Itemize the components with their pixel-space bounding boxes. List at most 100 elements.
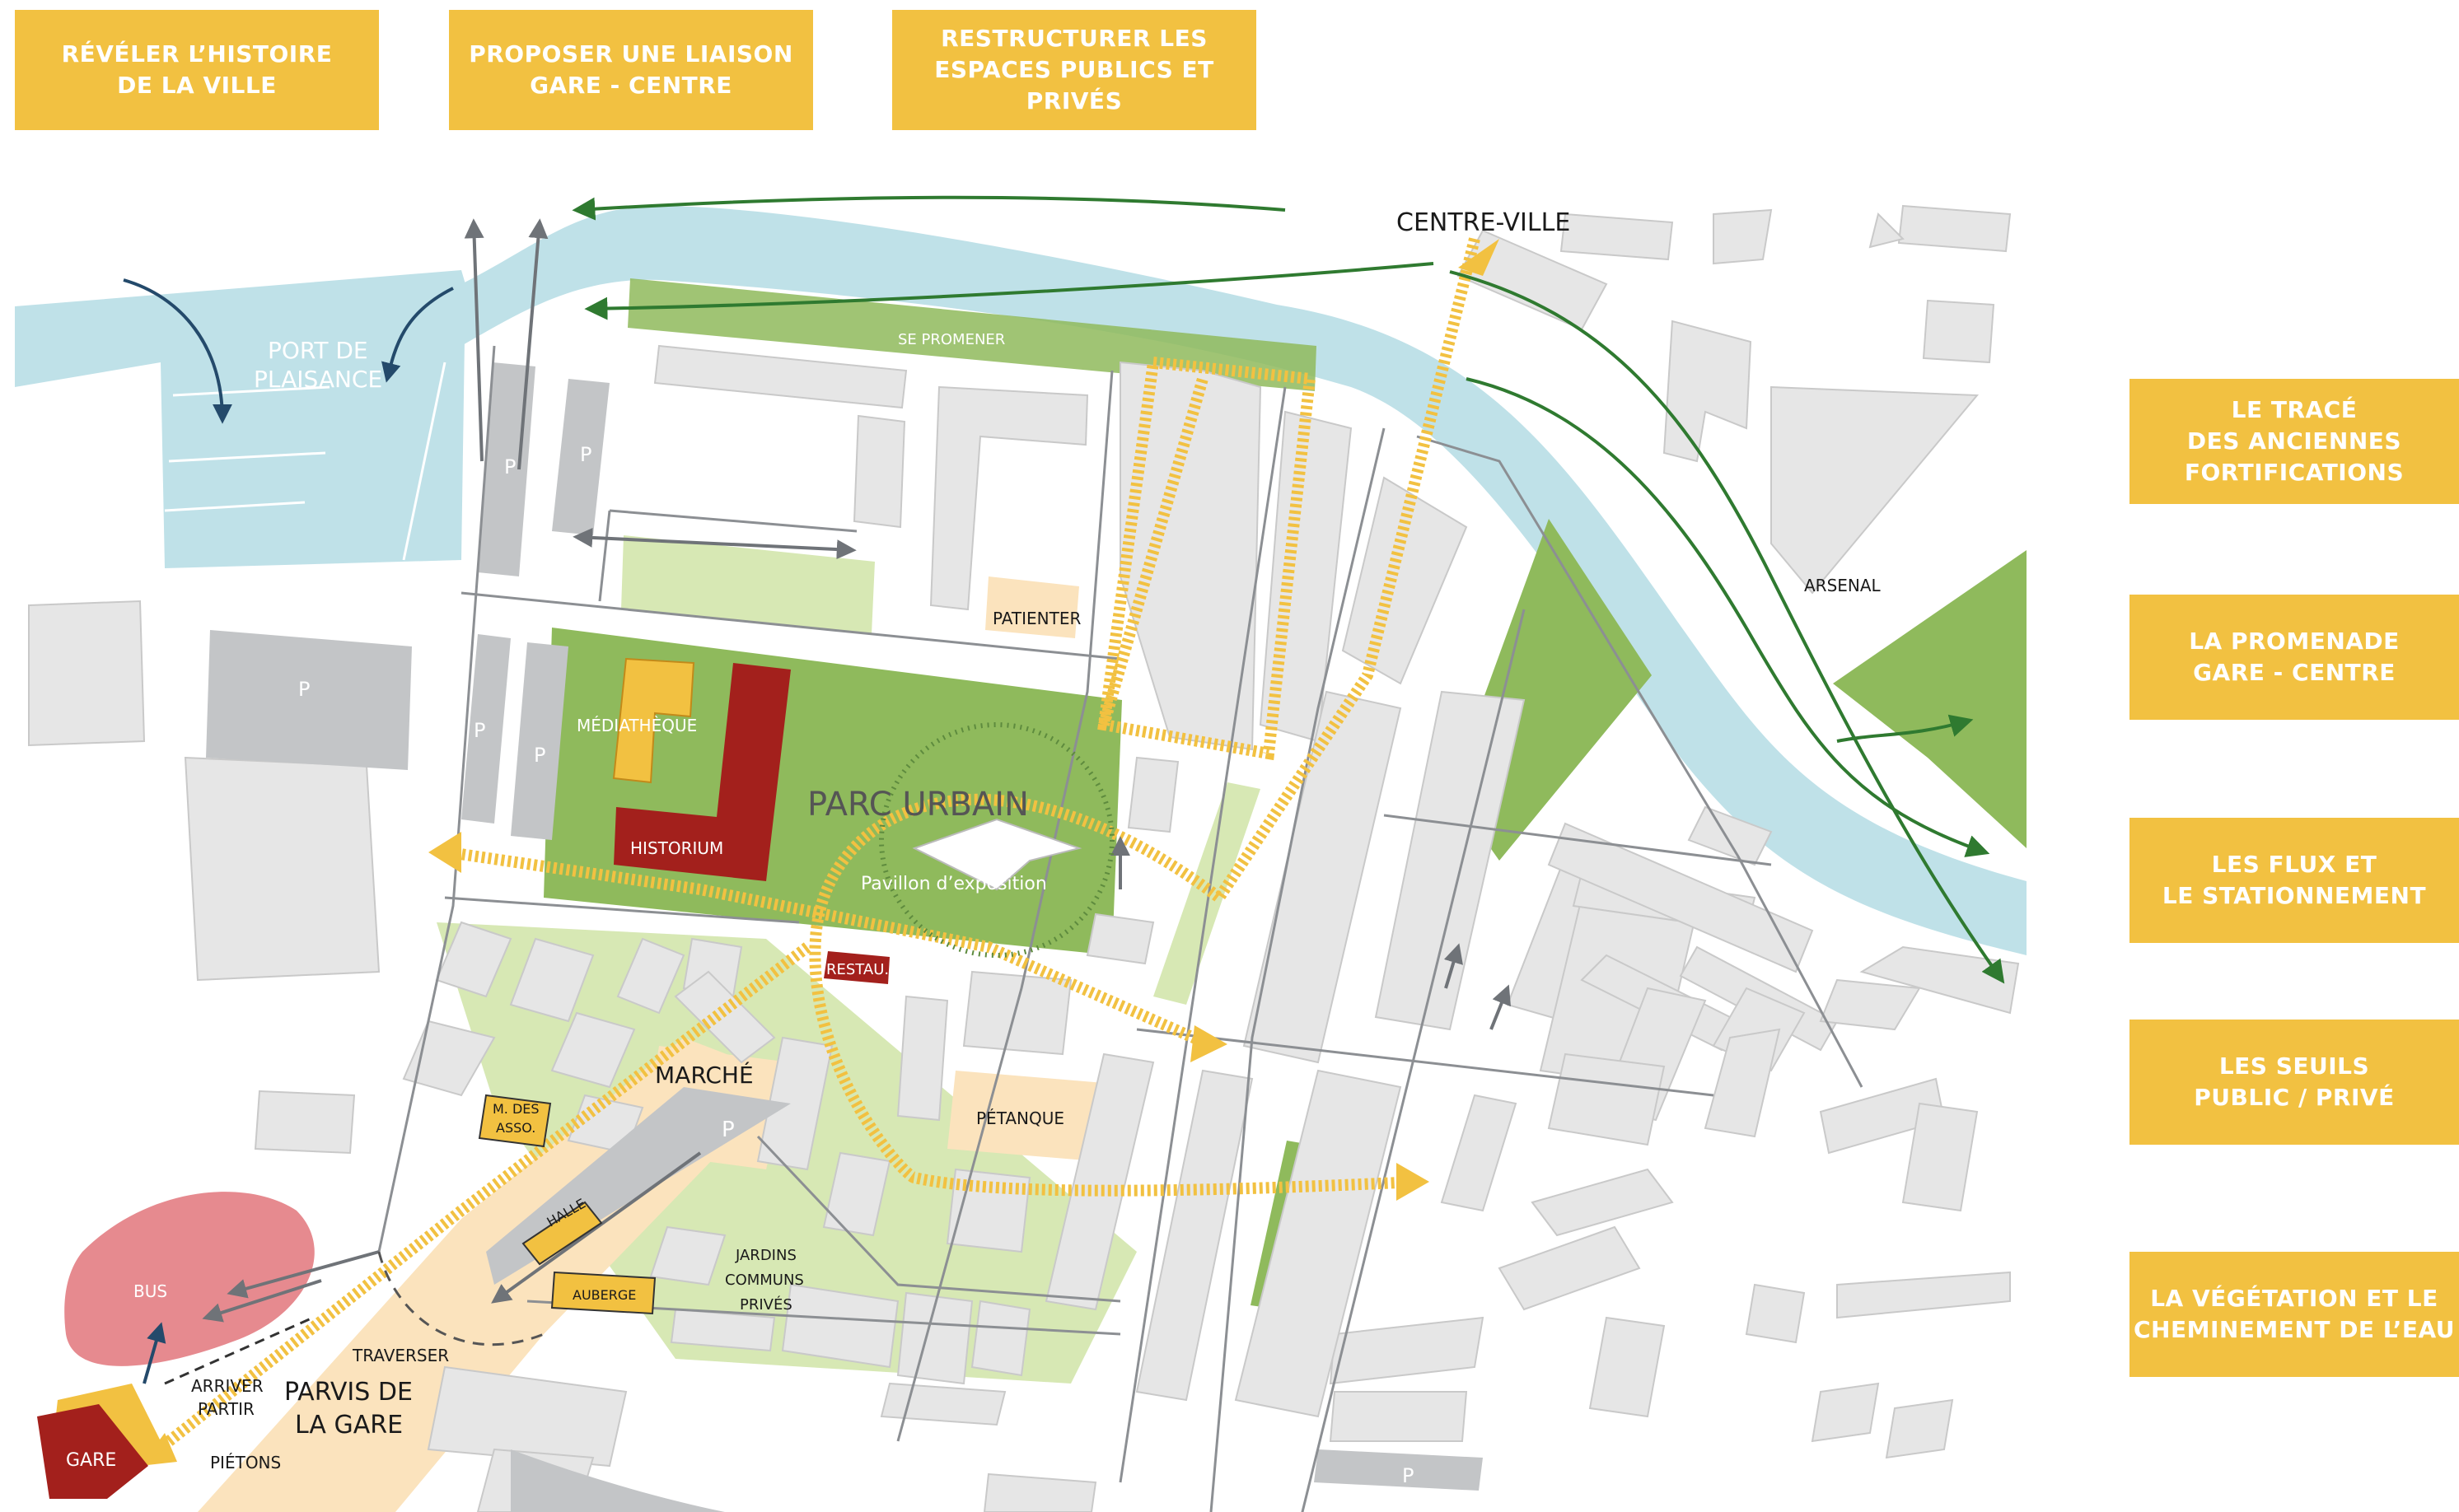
building: [1770, 385, 1980, 595]
theme-vegetation-water: LA VÉGÉTATION ET LE CHEMINEMENT DE L’EAU: [2129, 1252, 2459, 1377]
label-port-2: PLAISANCE: [254, 366, 382, 393]
label-restau: RESTAU.: [826, 961, 889, 978]
building: [1135, 1069, 1254, 1402]
parking-label: P: [504, 455, 516, 478]
building: [670, 1308, 776, 1352]
buildings: [28, 204, 2020, 1512]
building: [1819, 978, 1921, 1031]
flow-street: [1443, 943, 1463, 989]
objective-reveal-history: RÉVÉLER L’HISTOIRE DE LA VILLE: [15, 10, 379, 130]
bus-zone: [64, 1192, 315, 1366]
building: [509, 937, 595, 1023]
flow-riverbank: [1466, 377, 1990, 857]
building: [880, 1382, 1007, 1426]
building: [822, 1151, 891, 1237]
theme-thresholds: LES SEUILS PUBLIC / PRIVÉ: [2129, 1020, 2459, 1145]
label-se-promener: SE PROMENER: [898, 331, 1005, 348]
label-bus: BUS: [133, 1281, 167, 1301]
building: [550, 1011, 636, 1089]
building: [1127, 756, 1180, 833]
building: [1341, 476, 1468, 685]
building: [427, 1365, 628, 1468]
parking-lot: [206, 630, 412, 770]
flow-pedestrians: [143, 1322, 166, 1384]
flow-riverbank-east: [1449, 270, 2005, 984]
theme-promenade: LA PROMENADE GARE - CENTRE: [2129, 595, 2459, 720]
grey-flows: [202, 218, 1512, 1323]
road: [1119, 386, 1287, 1483]
building: [1897, 204, 2012, 253]
pavillon-building: [912, 818, 1082, 891]
building: [983, 1472, 1097, 1512]
mediatheque-building: [612, 657, 695, 784]
parking-lot: [511, 1449, 725, 1512]
parking-label: P: [722, 1118, 735, 1142]
road: [1416, 435, 1863, 1088]
flow-to-park: [1836, 714, 1974, 743]
label-jardins-3: PRIVÉS: [740, 1295, 792, 1314]
fortification-line: [1098, 377, 1208, 726]
label-m-des-2: ASSO.: [496, 1120, 535, 1136]
building: [962, 970, 1073, 1056]
m-des-asso-building: [478, 1094, 552, 1148]
label-arriver: ARRIVER: [191, 1376, 264, 1396]
building: [1745, 1283, 1806, 1344]
objective-station-centre-link: PROPOSER UNE LIAISON GARE - CENTRE: [449, 10, 813, 130]
building: [1885, 1398, 1954, 1459]
label-mediatheque: MÉDIATHÈQUE: [577, 716, 697, 735]
building: [896, 1291, 974, 1385]
label-arsenal: ARSENAL: [1804, 576, 1882, 595]
label-m-des-1: M. DES: [493, 1101, 540, 1117]
building: [1547, 1052, 1666, 1146]
gare-building-core: [37, 1404, 148, 1499]
petanque-zone: [947, 1071, 1104, 1161]
building: [616, 937, 685, 1015]
parking-lot: [552, 379, 610, 535]
parking-label: P: [1402, 1464, 1414, 1487]
building: [756, 1036, 834, 1171]
theme-fortifications: LE TRACÉ DES ANCIENNES FORTIFICATIONS: [2129, 379, 2459, 504]
arrowhead-west: [428, 832, 461, 873]
building: [1859, 945, 2020, 1015]
pavillon-ring: [879, 722, 1115, 958]
building: [1234, 1069, 1402, 1418]
patienter-zone: [985, 576, 1079, 638]
label-parvis-2: LA GARE: [295, 1411, 403, 1440]
road-network: [377, 345, 1863, 1512]
building: [649, 1225, 727, 1286]
pontoon: [164, 501, 306, 512]
flow-street: [491, 1151, 702, 1304]
map-labels: CENTRE-VILLE PORT DE PLAISANCE SE PROMEN…: [66, 208, 1882, 1487]
label-historium: HISTORIUM: [630, 838, 723, 858]
flow-bus: [227, 1250, 380, 1299]
building: [28, 600, 146, 747]
port-arrow: [123, 278, 232, 424]
label-patienter: PATIENTER: [993, 609, 1081, 628]
building: [1242, 690, 1402, 1064]
building: [435, 921, 512, 998]
road: [1136, 1028, 1714, 1097]
road: [598, 510, 611, 602]
parking-lot: [1314, 1449, 1483, 1491]
harbor-pontoons: [164, 362, 446, 561]
flow-river-north: [572, 195, 1286, 221]
building: [1868, 212, 1905, 249]
road: [460, 591, 1121, 660]
flow-street: [573, 527, 857, 560]
parking-lot: [478, 362, 535, 576]
building: [653, 344, 908, 409]
historium-building: [614, 663, 791, 881]
building: [402, 1020, 496, 1097]
road: [377, 345, 496, 1253]
halle-building: [521, 1201, 603, 1266]
building: [1531, 1168, 1674, 1237]
parking-label: P: [298, 678, 310, 701]
road: [444, 896, 800, 924]
fortification-line: [1097, 356, 1316, 761]
parking-lot: [511, 642, 568, 840]
label-marche: MARCHÉ: [655, 1061, 754, 1089]
fortification-line: [447, 847, 1205, 1048]
dashed-path: [377, 1251, 545, 1346]
label-partir: PARTIR: [198, 1399, 255, 1419]
flow-bus: [202, 1279, 322, 1323]
